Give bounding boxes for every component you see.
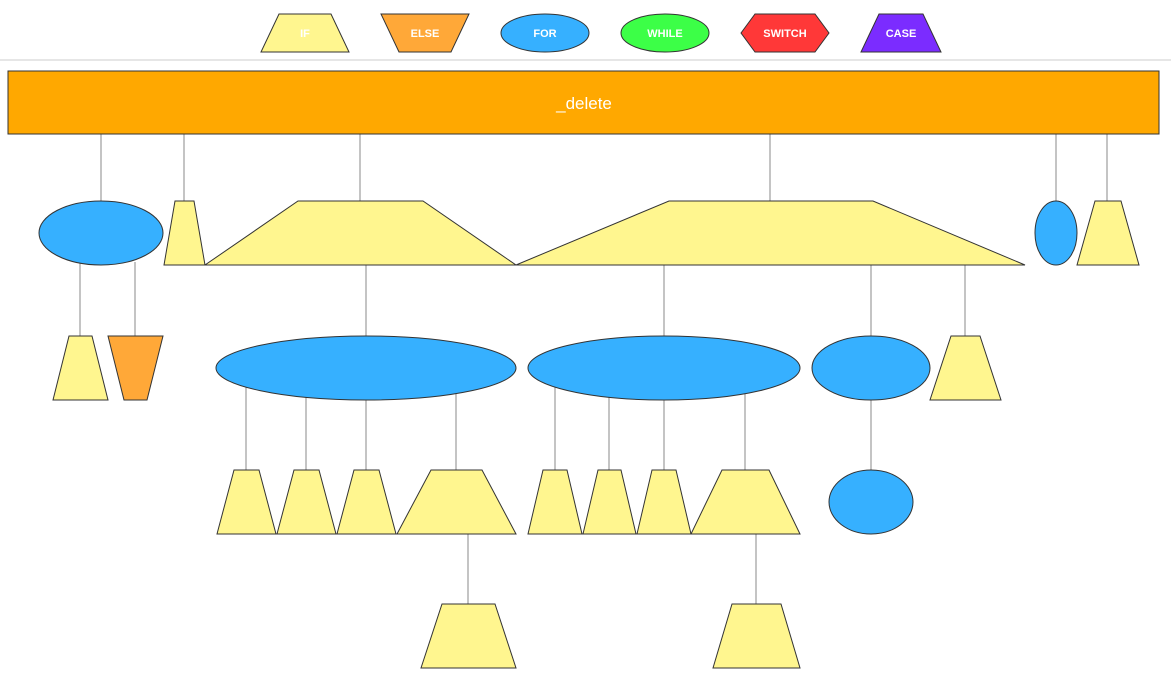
for-node[interactable]	[215, 335, 517, 401]
legend-if-shape	[260, 13, 350, 53]
if-node[interactable]	[712, 603, 801, 669]
legend-case-label: CASE	[886, 28, 917, 40]
if-node[interactable]	[636, 469, 692, 535]
level-2-nodes	[52, 335, 1002, 401]
if-node[interactable]	[52, 335, 109, 401]
legend-else-shape	[380, 13, 470, 53]
if-node[interactable]	[929, 335, 1002, 401]
if-node[interactable]	[582, 469, 637, 535]
if-node[interactable]	[690, 469, 801, 535]
for-node[interactable]	[828, 469, 914, 535]
else-node[interactable]	[107, 335, 164, 401]
if-node[interactable]	[336, 469, 397, 535]
if-node[interactable]	[515, 200, 1026, 266]
legend-switch-label: SWITCH	[763, 28, 806, 40]
if-node[interactable]	[1076, 200, 1140, 266]
level-3-nodes	[216, 469, 914, 535]
level-1-nodes	[38, 200, 1140, 266]
level-4-nodes	[420, 603, 801, 669]
legend-for-shape	[500, 13, 590, 53]
if-node[interactable]	[420, 603, 517, 669]
for-node[interactable]	[811, 335, 931, 401]
for-node[interactable]	[1034, 200, 1078, 266]
legend-for-label: FOR	[533, 28, 556, 40]
for-node[interactable]	[527, 335, 801, 401]
if-node[interactable]	[396, 469, 517, 535]
root-function-node[interactable]	[7, 70, 1160, 135]
legend-switch-shape	[740, 13, 830, 53]
if-node[interactable]	[527, 469, 583, 535]
for-node[interactable]	[38, 200, 164, 266]
legend: IF ELSE FOR WHILE SWITCH CASE	[260, 13, 942, 53]
root-function-label: _delete	[555, 94, 612, 113]
if-node[interactable]	[216, 469, 277, 535]
if-node[interactable]	[203, 200, 518, 266]
if-node[interactable]	[276, 469, 337, 535]
if-node[interactable]	[163, 200, 206, 266]
legend-while-label: WHILE	[647, 28, 682, 40]
legend-case-shape	[860, 13, 942, 53]
legend-else-label: ELSE	[411, 28, 440, 40]
legend-while-shape	[620, 13, 710, 53]
legend-if-label: IF	[300, 28, 310, 40]
connectors	[79, 134, 1108, 604]
